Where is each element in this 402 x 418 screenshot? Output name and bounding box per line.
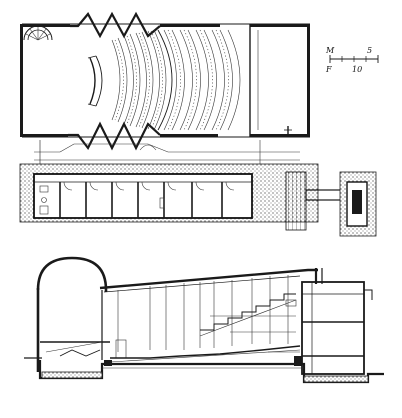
auditorium-roof [99,268,318,293]
corridor [34,140,300,164]
scale-bar: M F 5 10 [325,46,379,74]
ground-line [24,356,384,384]
section-stair [199,293,297,337]
exterior-stair [285,171,377,237]
floor-plan: M F 5 10 [19,11,379,237]
stage-floor [40,339,127,359]
spiral-stair [23,25,53,41]
dressing-rooms-block [19,163,319,223]
scale-value-feet: 10 [352,65,362,74]
auditorium-walls [20,23,310,138]
sawtooth-wall-top [70,11,161,39]
foyer [257,30,292,136]
stage-tower [36,256,108,372]
scale-value-metres: 5 [367,46,372,55]
interior-elevation-lines [117,275,289,352]
scale-unit-metres: M [325,46,335,55]
longitudinal-section [24,256,384,384]
scale-unit-feet: F [325,65,332,74]
foyer-block [301,268,373,375]
sawtooth-wall-bottom [68,121,161,151]
stage [87,55,103,107]
raked-floor [109,345,301,363]
seating-rows [111,29,241,131]
